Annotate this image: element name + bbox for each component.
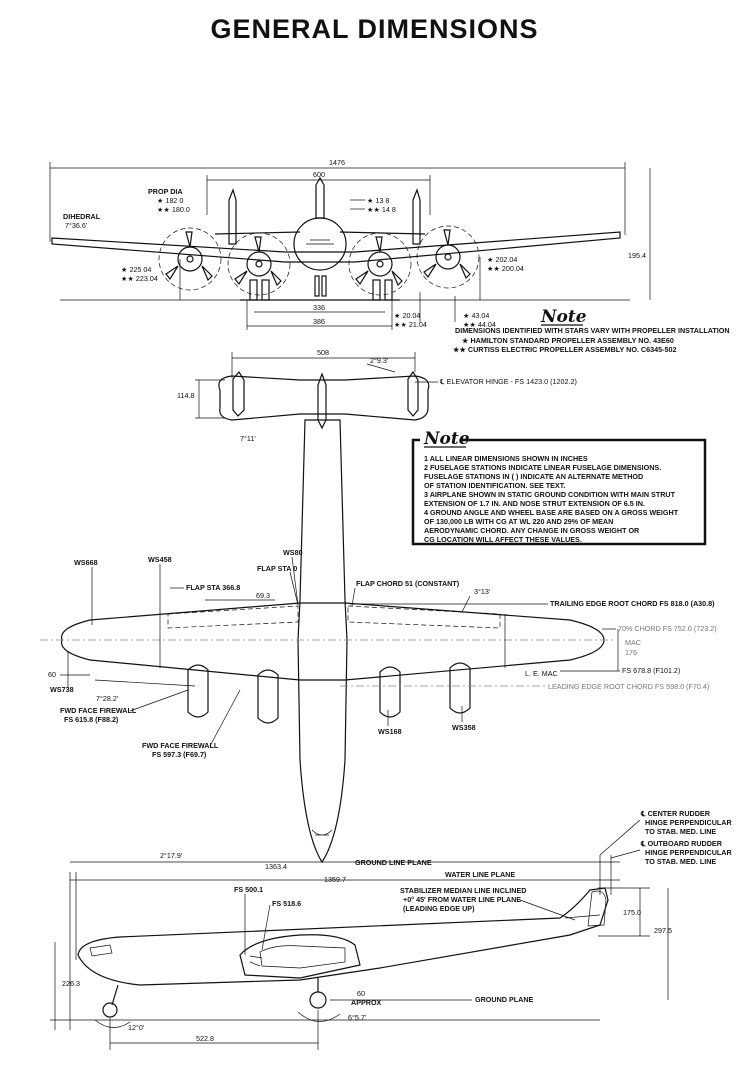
prop-dia-1: ★ 182 0 xyxy=(157,196,183,205)
fwd-fw2-b: FS 597.3 (F69.7) xyxy=(152,750,207,759)
span-dim: 1476 xyxy=(329,158,345,167)
approx-60: 60 xyxy=(357,989,365,998)
ctr-rudder-3: TO STAB. MED. LINE xyxy=(645,827,716,836)
ctr-rudder-1: ℄ CENTER RUDDER xyxy=(640,809,711,818)
star-a2: ★★ 14 8 xyxy=(367,205,396,214)
fs-500: FS 500.1 xyxy=(234,885,263,894)
front-view: 1476 600 xyxy=(49,158,651,330)
angle-313: 3°13' xyxy=(474,587,491,596)
mac-val: 176 xyxy=(625,648,637,657)
elevator-hinge: ℄ ELEVATOR HINGE - FS 1423.0 (1202.2) xyxy=(439,377,577,386)
dihedral-value: 7°36.6' xyxy=(65,221,88,230)
note-box-items: 1 ALL LINEAR DIMENSIONS SHOWN IN INCHES2… xyxy=(424,454,679,544)
note-box: Note xyxy=(411,429,707,546)
note-top-heading: Note xyxy=(540,307,587,327)
low-a2: ★★ 21.04 xyxy=(394,320,427,329)
tail-tip-angle: 2°9.3' xyxy=(370,356,389,365)
note-top-line2: ★ HAMILTON STANDARD PROPELLER ASSEMBLY N… xyxy=(461,336,674,345)
tail-chord: 114.8 xyxy=(177,391,194,400)
plan-view: 508 2°9.3' 114.8 7°11' ℄ ELEVATOR HINGE … xyxy=(40,348,717,864)
chord-70: 70% CHORD FS 752.0 (723.2) xyxy=(618,624,717,633)
ob-rudder-3: TO STAB. MED. LINE xyxy=(645,857,716,866)
h-297: 297.5 xyxy=(654,926,672,935)
mac-label: MAC xyxy=(625,638,641,647)
le-mac: L. E. MAC xyxy=(525,669,558,678)
fwd-fw1-a: FWD FACE FIREWALL xyxy=(60,706,137,715)
note-box-item: 1 ALL LINEAR DIMENSIONS SHOWN IN INCHES xyxy=(424,454,588,463)
tail-angle: 7°11' xyxy=(240,434,256,443)
ground-plane: GROUND PLANE xyxy=(475,995,534,1004)
note-box-heading: Note xyxy=(423,429,470,449)
fs-678: FS 678.8 (F101.2) xyxy=(622,666,680,675)
stab-3: (LEADING EDGE UP) xyxy=(403,904,475,913)
ws80: WS80 xyxy=(283,548,303,557)
ws668: WS668 xyxy=(74,558,98,567)
tail-span-dim: 600 xyxy=(313,170,325,179)
left-h2: ★★ 223.04 xyxy=(121,274,158,283)
note-box-item: 2 FUSELAGE STATIONS INDICATE LINEAR FUSE… xyxy=(424,463,661,472)
ob-rudder-2: HINGE PERPENDICULAR xyxy=(645,848,732,857)
angle-12: 12°0' xyxy=(128,1023,145,1032)
ws458: WS458 xyxy=(148,555,172,564)
prop-dia-2: ★★ 180.0 xyxy=(157,205,190,214)
star-a1: ★ 13 8 xyxy=(367,196,389,205)
note-box-item: OF 130,000 LB WITH CG AT WL 220 AND 29% … xyxy=(424,517,613,526)
stab-1: STABILIZER MEDIAN LINE INCLINED xyxy=(400,886,526,895)
ws168: WS168 xyxy=(378,727,402,736)
track-outer: 386 xyxy=(313,317,325,326)
stab-2: +0° 45' FROM WATER LINE PLANE xyxy=(403,895,521,904)
note-top-line1: DIMENSIONS IDENTIFIED WITH STARS VARY WI… xyxy=(455,326,730,335)
note-box-item: 4 GROUND ANGLE AND WHEEL BASE ARE BASED … xyxy=(424,508,679,517)
dim-69: 69.3 xyxy=(256,591,270,600)
note-box-item: CG LOCATION WILL AFFECT THESE VALUES. xyxy=(424,535,582,544)
low-b2: ★★ 44.04 xyxy=(463,320,496,329)
angle-179: 2°17.9' xyxy=(160,851,183,860)
ws358: WS358 xyxy=(452,723,476,732)
left-h1: ★ 225 04 xyxy=(121,265,151,274)
height-dim: 195.4 xyxy=(628,251,646,260)
ob-rudder-1: ℄ OUTBOARD RUDDER xyxy=(640,839,723,848)
len-2: 1359.7 xyxy=(324,875,346,884)
angle-728: 7°28.2' xyxy=(96,694,119,703)
dim-60: 60 xyxy=(48,670,56,679)
wheelbase: 522.8 xyxy=(196,1034,214,1043)
leading-root: LEADING EDGE ROOT CHORD FS 598.0 (F70.4) xyxy=(548,682,709,691)
track-inner: 336 xyxy=(313,303,325,312)
fwd-fw2-a: FWD FACE FIREWALL xyxy=(142,741,219,750)
ctr-rudder-2: HINGE PERPENDICULAR xyxy=(645,818,732,827)
flap-sta-366: FLAP STA 366.8 xyxy=(186,583,240,592)
fs-518: FS 518.6 xyxy=(272,899,301,908)
note-box-item: OF STATION IDENTIFICATION. SEE TEXT. xyxy=(424,481,565,490)
h-226: 226.3 xyxy=(62,979,80,988)
trailing-root: TRAILING EDGE ROOT CHORD FS 818.0 (A30.8… xyxy=(550,599,715,608)
len-1: 1363.4 xyxy=(265,862,287,871)
h-175: 175.0 xyxy=(623,908,641,917)
water-line-plane: WATER LINE PLANE xyxy=(445,870,515,879)
tail-span-plan: 508 xyxy=(317,348,329,357)
note-box-item: AERODYNAMIC CHORD. ANY CHANGE IN GROSS W… xyxy=(424,526,640,535)
approx-label: APPROX xyxy=(351,998,382,1007)
note-propeller: Note DIMENSIONS IDENTIFIED WITH STARS VA… xyxy=(452,307,730,354)
flap-chord: FLAP CHORD 51 (CONSTANT) xyxy=(356,579,460,588)
right-h1: ★ 202.04 xyxy=(487,255,517,264)
right-h2: ★★ 200.04 xyxy=(487,264,524,273)
dihedral-label: DIHEDRAL xyxy=(63,212,101,221)
ws738: WS738 xyxy=(50,685,74,694)
note-top-line3: ★★ CURTISS ELECTRIC PROPELLER ASSEMBLY N… xyxy=(452,345,677,354)
low-a1: ★ 20.04 xyxy=(394,311,420,320)
side-view: 2°17.9' 1363.4 GROUND LINE PLANE WATER L… xyxy=(50,809,732,1050)
fwd-fw1-b: FS 615.8 (F88.2) xyxy=(64,715,119,724)
page-title: GENERAL DIMENSIONS xyxy=(210,14,539,44)
note-box-item: EXTENSION OF 1.7 IN. AND NOSE STRUT EXTE… xyxy=(424,499,645,508)
prop-dia-label: PROP DIA xyxy=(148,187,183,196)
note-box-item: FUSELAGE STATIONS IN ( ) INDICATE AN ALT… xyxy=(424,472,643,481)
note-box-item: 3 AIRPLANE SHOWN IN STATIC GROUND CONDIT… xyxy=(424,490,676,499)
low-b1: ★ 43.04 xyxy=(463,311,489,320)
angle-657: 6°5.7' xyxy=(348,1013,367,1022)
flap-sta-0: FLAP STA 0 xyxy=(257,564,297,573)
ground-line-plane: GROUND LINE PLANE xyxy=(355,858,432,867)
